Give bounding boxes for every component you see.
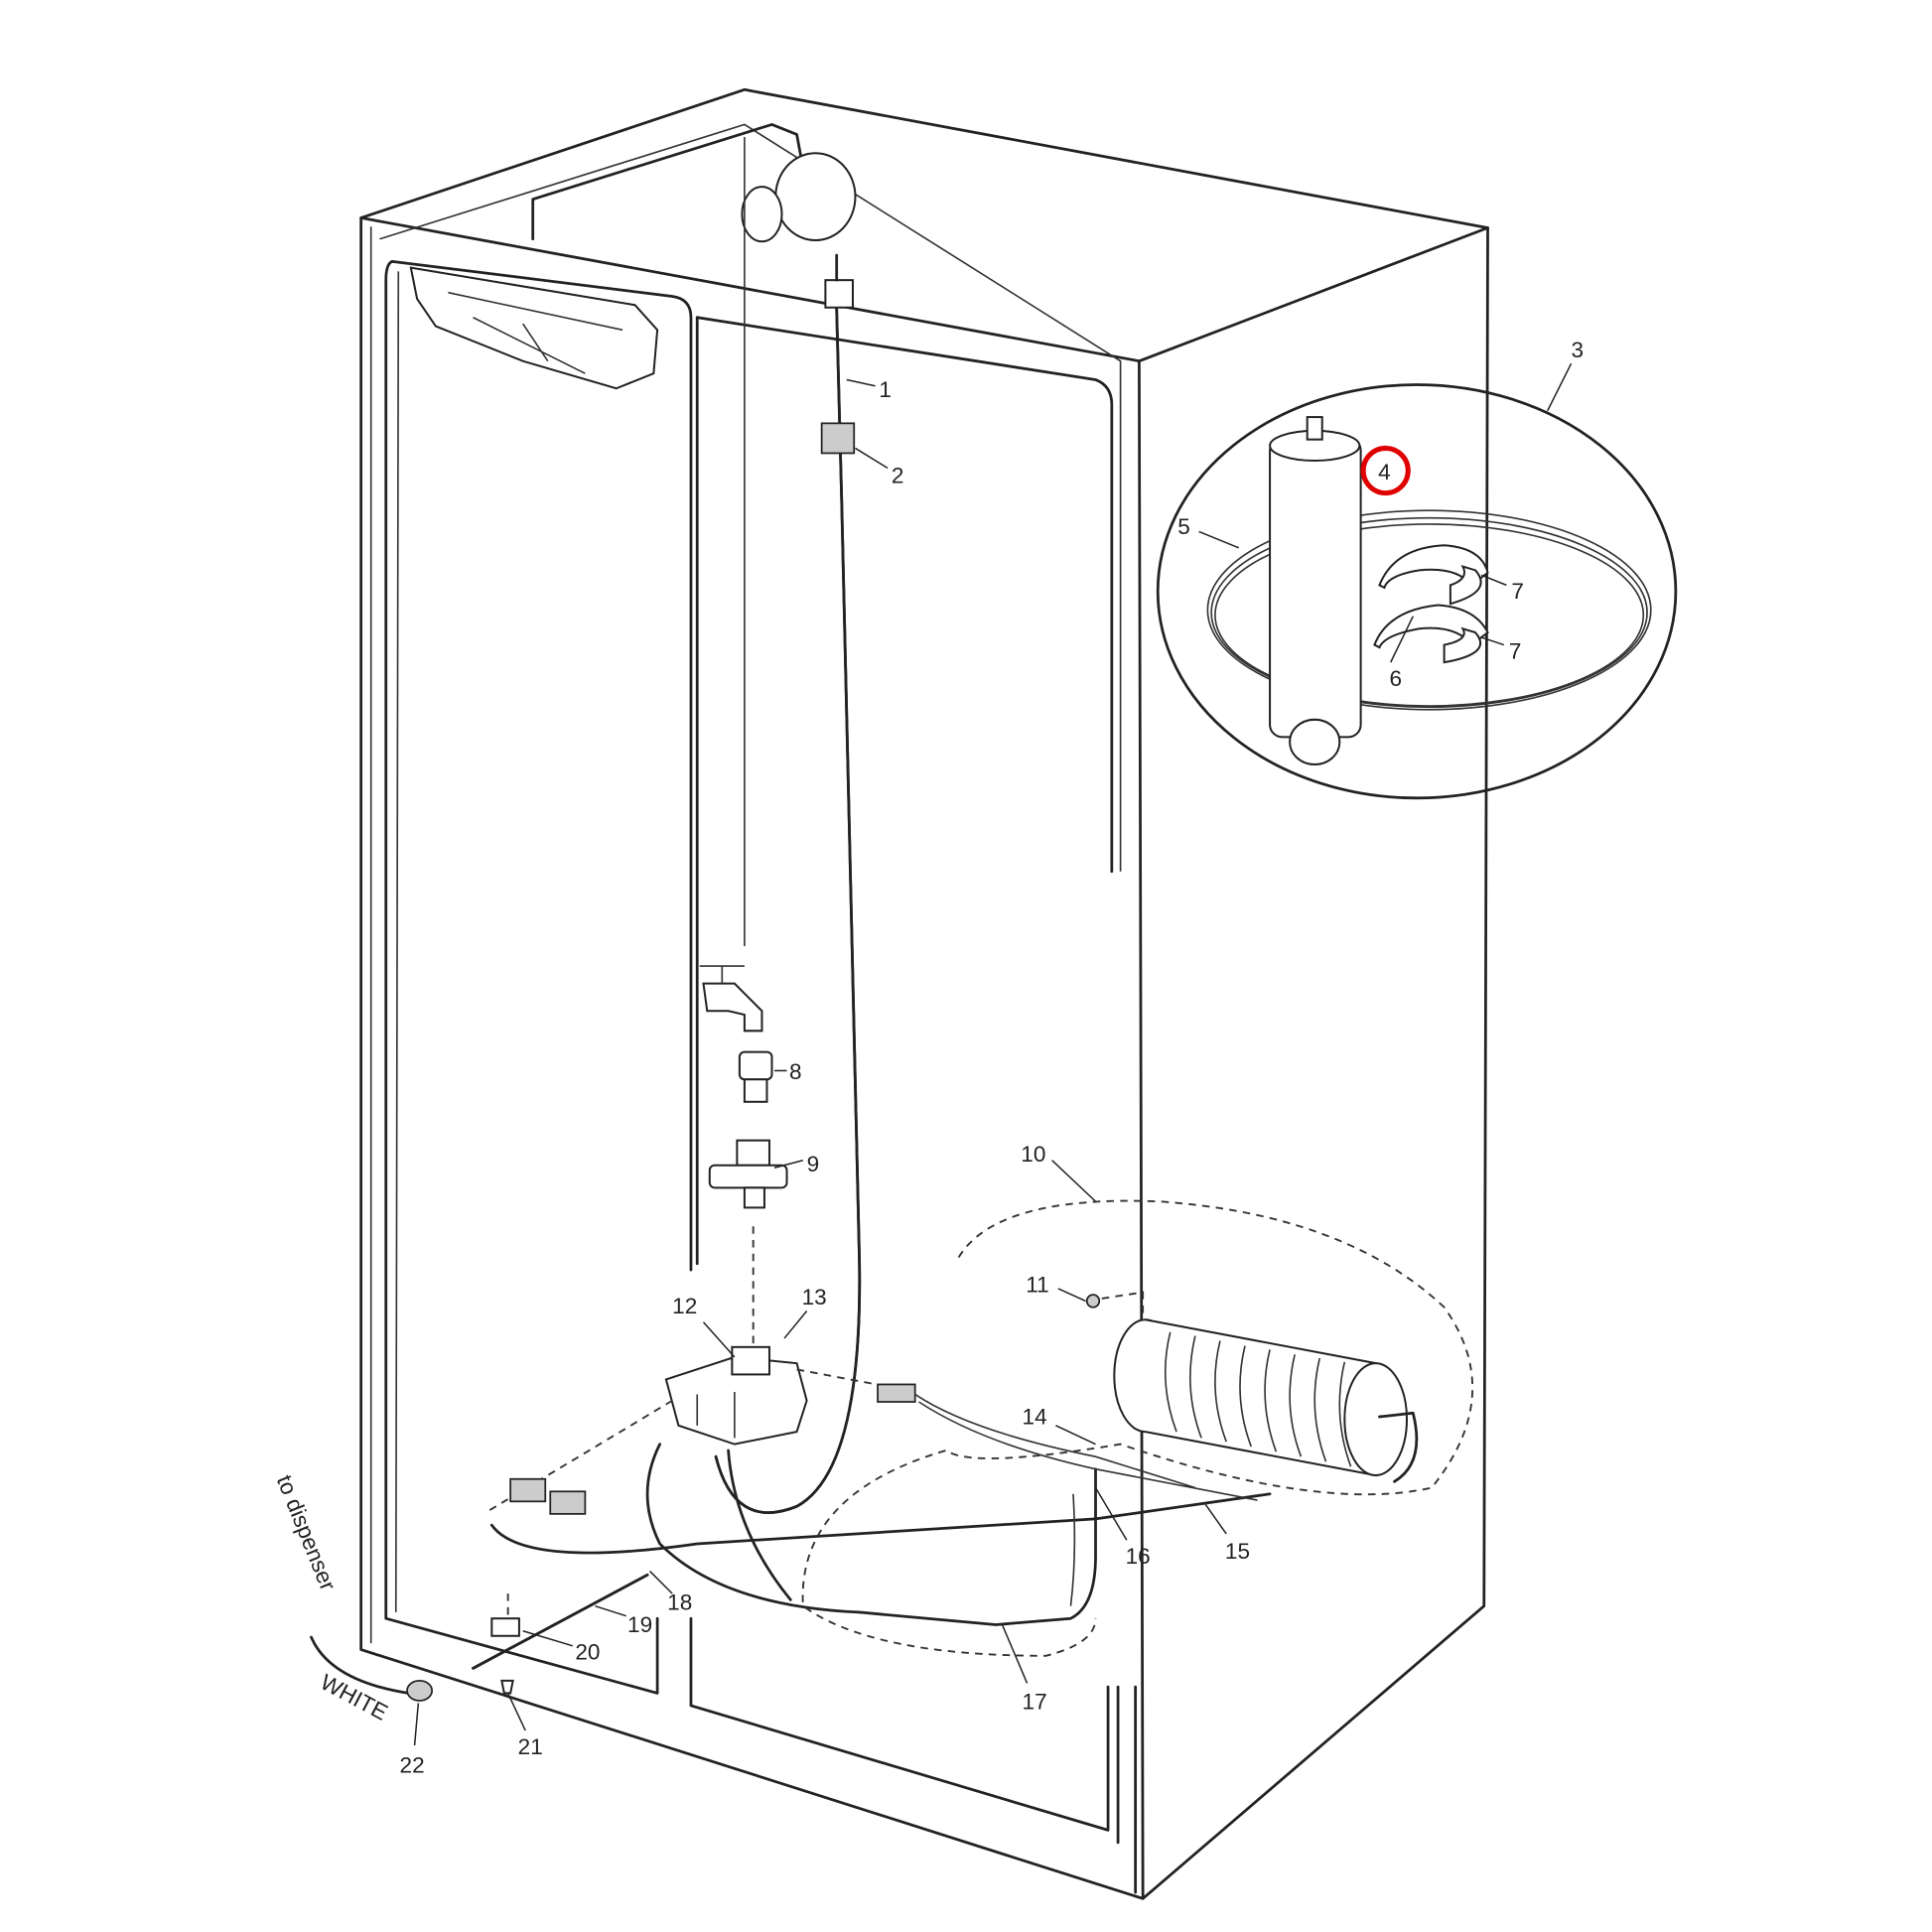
- saddle-valve: [708, 1139, 788, 1209]
- callout-11[interactable]: 11: [1026, 1273, 1048, 1298]
- callout-14[interactable]: 14: [1023, 1405, 1047, 1430]
- water-tube: [714, 307, 862, 1514]
- filter-clips: [1373, 544, 1489, 664]
- connector: [509, 1477, 547, 1503]
- callout-22[interactable]: 22: [400, 1753, 425, 1778]
- screw-11: [1085, 1294, 1101, 1309]
- callout-labels: 1 2 3 4 5 6 7 7 8 9 10 11 12 13 14 15 16…: [272, 338, 1584, 1778]
- callout-15[interactable]: 15: [1225, 1539, 1250, 1564]
- callout-1[interactable]: 1: [879, 377, 892, 402]
- tube-clip: [820, 422, 856, 455]
- callout-12[interactable]: 12: [672, 1294, 697, 1318]
- heater-assembly-outline: [801, 1199, 1474, 1657]
- to-dispenser-label: to dispenser: [272, 1471, 341, 1594]
- water-filter-cartridge: [1269, 416, 1362, 765]
- callout-4[interactable]: 4: [1378, 460, 1391, 484]
- leader-lines: [413, 362, 1573, 1746]
- water-heater-coil: [1113, 1318, 1419, 1483]
- callout-20[interactable]: 20: [575, 1640, 600, 1665]
- callout-18[interactable]: 18: [667, 1589, 692, 1614]
- faucet-adapter: [699, 965, 763, 1033]
- callout-3[interactable]: 3: [1572, 338, 1585, 362]
- callout-2[interactable]: 2: [892, 464, 904, 488]
- tubing-18: [645, 1443, 861, 1614]
- callout-7a[interactable]: 7: [1511, 579, 1524, 604]
- callout-16[interactable]: 16: [1126, 1544, 1151, 1569]
- callout-9[interactable]: 9: [807, 1152, 820, 1176]
- compression-fitting: [738, 1050, 773, 1103]
- highlight-circle: [1360, 445, 1411, 496]
- callout-8[interactable]: 8: [789, 1059, 802, 1084]
- callout-7b[interactable]: 7: [1509, 638, 1522, 663]
- water-inlet-valve: [664, 1345, 808, 1446]
- water-supply-top: [531, 123, 857, 309]
- connector: [549, 1490, 587, 1515]
- callout-19[interactable]: 19: [627, 1612, 652, 1637]
- water-filter-detail: [1156, 383, 1678, 800]
- dispenser-fitting: [310, 1573, 649, 1702]
- callout-21[interactable]: 21: [518, 1734, 543, 1759]
- callout-13[interactable]: 13: [802, 1285, 827, 1310]
- refrigerator-cabinet: [359, 87, 1489, 1900]
- callout-5[interactable]: 5: [1177, 514, 1190, 539]
- callout-17[interactable]: 17: [1023, 1690, 1047, 1715]
- callout-10[interactable]: 10: [1021, 1142, 1045, 1167]
- callout-6[interactable]: 6: [1389, 666, 1402, 691]
